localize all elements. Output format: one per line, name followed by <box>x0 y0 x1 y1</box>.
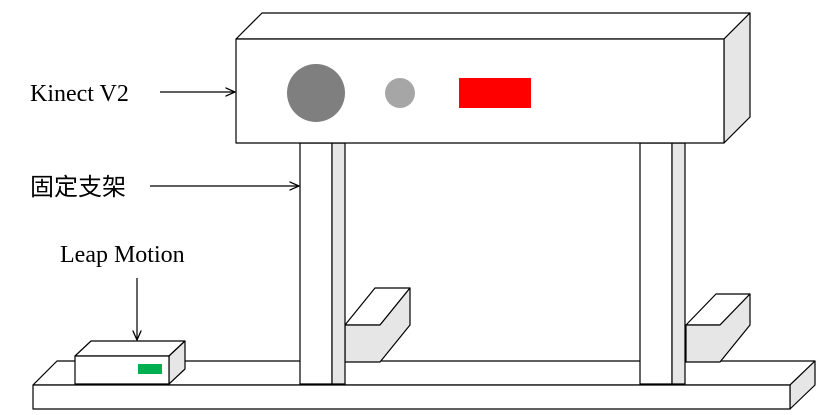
post-left-front <box>299 142 333 385</box>
label-kinect: Kinect V2 <box>30 81 129 107</box>
base-platform <box>32 360 816 410</box>
stand-post-right <box>639 142 686 385</box>
leap-top <box>74 340 186 357</box>
label-stand: 固定支架 <box>30 174 126 201</box>
leap-indicator-led <box>138 364 162 374</box>
kinect-ir-emitter <box>459 78 531 108</box>
post-right-side <box>671 142 686 385</box>
kinect-depth-sensor <box>385 78 415 108</box>
kinect-top <box>235 12 751 40</box>
stand-post-left <box>299 142 346 385</box>
base-platform-front <box>32 384 791 410</box>
label-leap-motion: Leap Motion <box>60 242 185 268</box>
leap-motion-device <box>74 340 186 385</box>
stand-foot-right <box>685 293 751 363</box>
post-right-front <box>639 142 673 385</box>
stand-foot-left <box>344 287 411 363</box>
kinect-rgb-camera <box>287 64 345 122</box>
foot-right-side <box>685 293 751 363</box>
kinect-sensor <box>235 12 751 144</box>
post-left-side <box>331 142 346 385</box>
